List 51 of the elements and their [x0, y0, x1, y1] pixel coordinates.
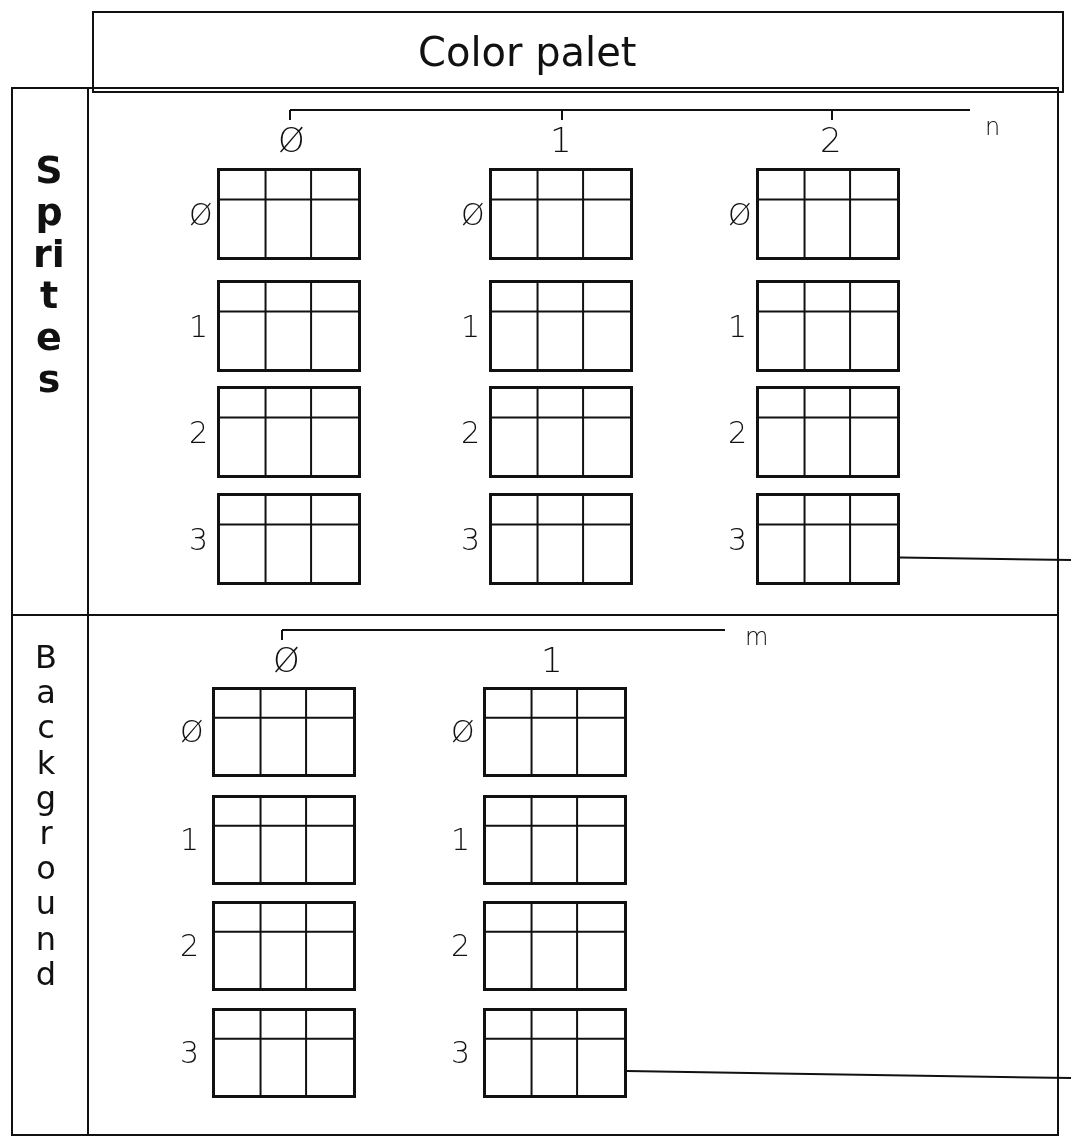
grid-box [489, 168, 633, 260]
grid-box [756, 280, 900, 372]
grid-box [217, 280, 361, 372]
row-number: 3 [461, 525, 481, 555]
axis-label: n [985, 115, 1001, 139]
row-number: Ø [461, 200, 485, 230]
grid-box [756, 493, 900, 585]
row-number: 1 [451, 825, 471, 855]
grid-box [483, 795, 627, 885]
column-number: Ø [278, 123, 305, 157]
column-number: Ø [273, 643, 300, 677]
grid-box [483, 687, 627, 777]
row-number: 1 [461, 312, 481, 342]
grid-box [217, 386, 361, 478]
row-number: Ø [180, 717, 204, 747]
row-number: 2 [728, 418, 748, 448]
grid-box [756, 168, 900, 260]
column-number: 1 [550, 123, 572, 157]
grid-box [212, 901, 356, 991]
section-heading: Sprites [32, 150, 66, 401]
row-number: 3 [189, 525, 209, 555]
grid-box [212, 795, 356, 885]
grid-box [489, 493, 633, 585]
grid-box [483, 901, 627, 991]
row-number: Ø [728, 200, 752, 230]
row-number: 2 [180, 931, 200, 961]
row-number: 3 [180, 1038, 200, 1068]
row-number: 1 [728, 312, 748, 342]
grid-box [489, 386, 633, 478]
column-number: 1 [541, 643, 563, 677]
leader-line [626, 1070, 1071, 1079]
grid-box [212, 687, 356, 777]
section-heading: Background [34, 640, 58, 992]
row-number: 2 [461, 418, 481, 448]
row-number: Ø [189, 200, 213, 230]
row-number: 2 [189, 418, 209, 448]
row-number: 3 [451, 1038, 471, 1068]
grid-box [489, 280, 633, 372]
row-number: Ø [451, 717, 475, 747]
axis-label: m [745, 625, 769, 649]
grid-box [212, 1008, 356, 1098]
row-number: 2 [451, 931, 471, 961]
column-number: 2 [820, 123, 842, 157]
row-number: 3 [728, 525, 748, 555]
grid-box [217, 493, 361, 585]
grid-box [756, 386, 900, 478]
row-number: 1 [180, 825, 200, 855]
grid-box [483, 1008, 627, 1098]
leader-line [899, 556, 1071, 561]
grid-box [217, 168, 361, 260]
row-number: 1 [189, 312, 209, 342]
